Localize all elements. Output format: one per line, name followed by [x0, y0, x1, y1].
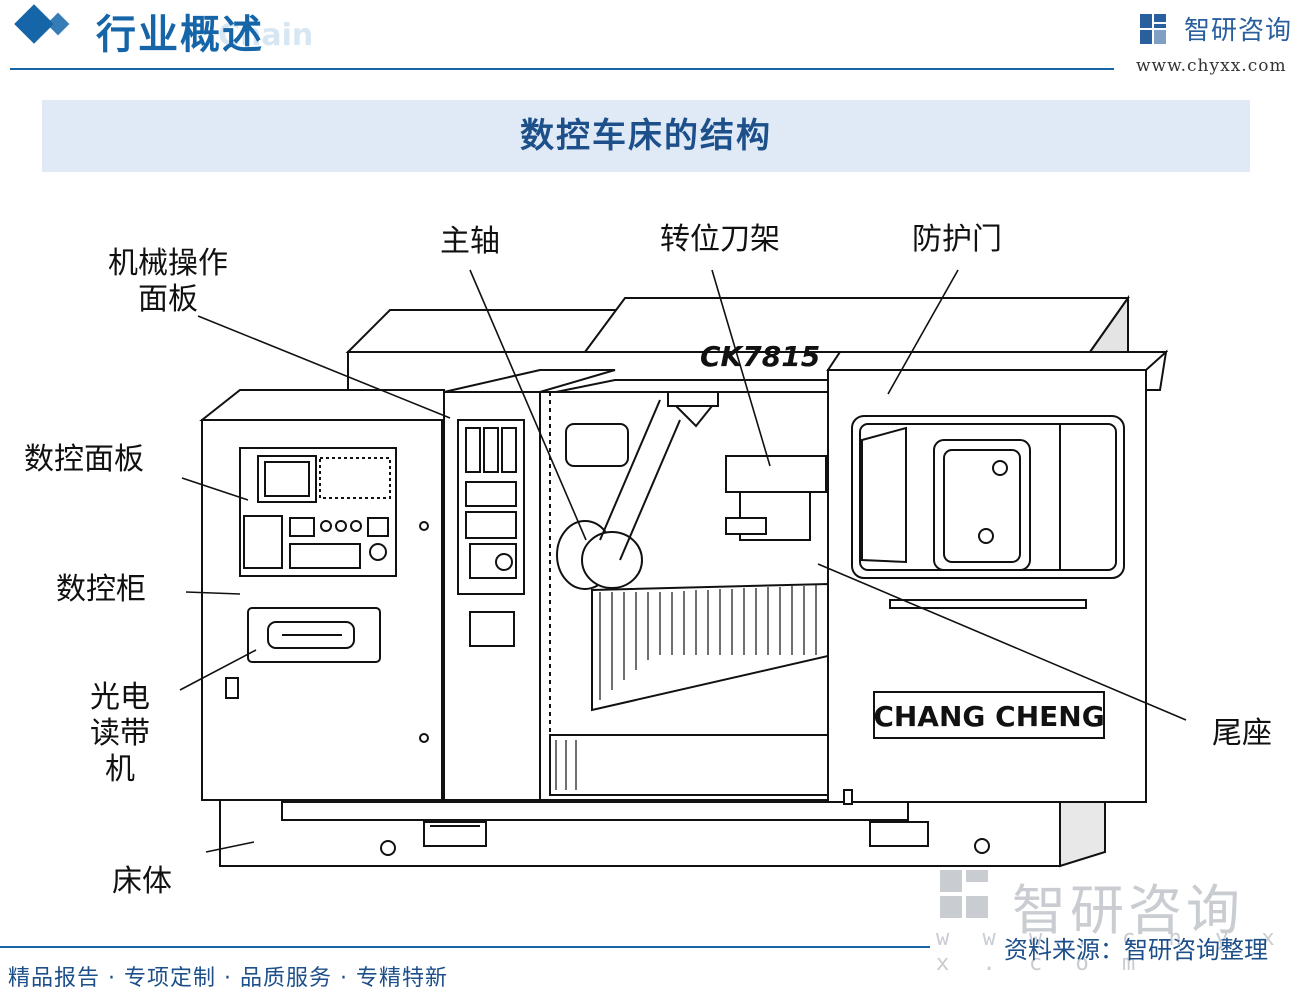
header-watermark: Chain — [218, 18, 314, 53]
brand-name: 智研咨询 — [1184, 16, 1293, 46]
watermark-logo-icon — [940, 870, 988, 918]
leader-guard-door — [887, 269, 959, 395]
diagram-title: 数控车床的结构 — [520, 116, 772, 156]
leader-mech-panel — [197, 315, 451, 419]
leader-cnc-panel — [181, 477, 249, 501]
label-reader-line1: 光电 — [90, 680, 150, 715]
leader-bed — [205, 841, 255, 853]
page-title: 行业概述 — [96, 12, 264, 58]
label-mech-panel: 机械操作 面板 — [100, 246, 236, 318]
leader-cnc-cabinet — [185, 591, 241, 595]
label-reader: 光电 读带 机 — [80, 680, 160, 788]
leader-reader — [179, 649, 257, 691]
label-mech-panel-line2: 面板 — [138, 282, 198, 317]
model-plate: CK7815 — [700, 340, 820, 373]
label-guard-door: 防护门 — [912, 222, 1002, 257]
brand-plate: CHANG CHENG — [873, 700, 1104, 733]
brand-logo-icon — [1140, 14, 1166, 44]
footer-slogan: 精品报告 · 专项定制 · 品质服务 · 专精特新 — [8, 966, 448, 991]
label-bed: 床体 — [112, 864, 172, 899]
title-banner — [42, 100, 1250, 172]
watermark-url: w w w . c h y x x . c o m — [936, 926, 1285, 976]
label-mech-panel-line1: 机械操作 — [108, 246, 228, 281]
label-spindle: 主轴 — [440, 224, 500, 259]
label-turret: 转位刀架 — [660, 222, 780, 257]
label-reader-line2: 读带 — [90, 716, 150, 751]
leader-tailstock — [817, 563, 1187, 721]
footer-source: 资料来源：智研咨询整理 — [1004, 936, 1268, 964]
label-cnc-panel: 数控面板 — [24, 442, 144, 477]
label-tailstock: 尾座 — [1212, 716, 1272, 751]
label-reader-line3: 机 — [105, 752, 135, 787]
brand-url: www.chyxx.com — [1136, 56, 1287, 76]
footer-divider — [0, 946, 930, 948]
label-cnc-cabinet: 数控柜 — [56, 572, 146, 607]
leader-turret — [711, 269, 771, 467]
header-divider — [10, 68, 1114, 70]
watermark-text: 智研咨询 — [1012, 879, 1244, 942]
leader-spindle — [469, 269, 587, 541]
